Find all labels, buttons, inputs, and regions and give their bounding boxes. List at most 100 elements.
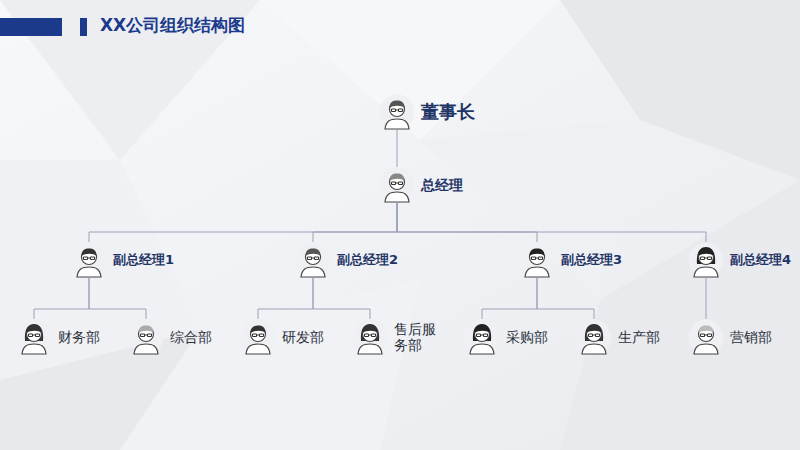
icon-body <box>694 344 718 354</box>
org-node: 董事长 <box>379 94 475 130</box>
icon-hair <box>363 326 378 334</box>
icon-body <box>385 192 409 202</box>
icon-ground <box>296 243 331 278</box>
icon-head <box>82 250 97 265</box>
org-node: 生产部 <box>576 319 660 355</box>
org-node: 综合部 <box>128 319 212 355</box>
connector-line <box>34 278 89 319</box>
icon-head <box>587 327 602 342</box>
icon-head <box>699 327 714 342</box>
icon-head <box>27 327 42 342</box>
org-node: 总经理 <box>379 167 463 203</box>
icon-ground <box>380 168 415 203</box>
node-label: 生产部 <box>618 329 660 345</box>
icon-glasses <box>532 257 543 260</box>
node-label: 营销部 <box>730 329 772 345</box>
icon-glasses <box>701 257 712 260</box>
icon-hair <box>697 247 715 264</box>
icon-hair <box>82 249 97 257</box>
icon-head <box>139 327 154 342</box>
org-node: 研发部 <box>240 319 324 355</box>
icon-ground <box>520 243 555 278</box>
icon-ground <box>129 320 164 355</box>
icon-head <box>699 250 714 265</box>
title-text: XX公司组织结构图 <box>100 14 245 37</box>
icon-hair <box>475 326 490 334</box>
icon-glasses <box>392 182 403 185</box>
connector-line <box>313 278 370 319</box>
icon-hair <box>25 324 43 341</box>
icon-hair <box>390 101 405 109</box>
icon-glasses <box>141 334 152 337</box>
icon-glasses <box>477 334 488 337</box>
icon-head <box>306 250 321 265</box>
connector-line <box>482 278 537 319</box>
icon-ground <box>17 320 52 355</box>
icon-glasses <box>253 334 264 337</box>
icon-body <box>246 344 270 354</box>
icon-body <box>22 344 46 354</box>
icon-head <box>530 250 545 265</box>
person-icon <box>240 319 276 355</box>
icon-ground <box>241 320 276 355</box>
connector-line <box>258 278 313 319</box>
node-label: 研发部 <box>282 329 324 345</box>
person-icon <box>576 319 612 355</box>
icon-hair <box>587 326 602 334</box>
person-icon <box>688 242 724 278</box>
icon-ground <box>465 320 500 355</box>
connector-line <box>313 203 397 242</box>
icon-body <box>77 267 101 277</box>
org-node: 副总经理4 <box>688 242 791 278</box>
icon-hair <box>390 174 405 182</box>
icon-hair <box>27 326 42 334</box>
icon-ground <box>72 243 107 278</box>
person-icon <box>519 242 555 278</box>
person-icon <box>352 319 388 355</box>
icon-body <box>582 344 606 354</box>
icon-hair <box>585 324 603 341</box>
person-icon <box>464 319 500 355</box>
icon-head <box>475 327 490 342</box>
icon-hair <box>361 324 379 341</box>
icon-head <box>390 175 405 190</box>
connector-line <box>397 203 706 242</box>
org-node: 副总经理2 <box>295 242 398 278</box>
icon-glasses <box>308 257 319 260</box>
icon-hair <box>306 249 321 257</box>
icon-glasses <box>84 257 95 260</box>
icon-hair <box>699 326 714 334</box>
icon-head <box>251 327 266 342</box>
icon-ground <box>577 320 612 355</box>
connector-line <box>89 278 146 319</box>
icon-hair <box>139 326 154 334</box>
icon-body <box>385 119 409 129</box>
org-node: 营销部 <box>688 319 772 355</box>
icon-glasses <box>392 109 403 112</box>
icon-body <box>525 267 549 277</box>
icon-ground <box>689 320 724 355</box>
icon-ground <box>353 320 388 355</box>
icon-body <box>134 344 158 354</box>
icon-hair <box>530 249 545 257</box>
node-label: 董事长 <box>421 102 475 123</box>
person-icon <box>128 319 164 355</box>
node-label: 财务部 <box>58 329 100 345</box>
node-label: 采购部 <box>506 329 548 345</box>
org-node: 财务部 <box>16 319 100 355</box>
icon-ground <box>380 95 415 130</box>
connector-line <box>397 203 537 242</box>
person-icon <box>71 242 107 278</box>
person-icon <box>379 94 415 130</box>
node-label: 副总经理2 <box>337 253 398 268</box>
node-label: 综合部 <box>170 329 212 345</box>
node-label: 副总经理3 <box>561 253 622 268</box>
icon-body <box>470 344 494 354</box>
connector-line <box>397 130 398 167</box>
icon-glasses <box>29 334 40 337</box>
connector-line <box>706 278 707 319</box>
icon-glasses <box>701 334 712 337</box>
node-label: 总经理 <box>421 177 463 193</box>
